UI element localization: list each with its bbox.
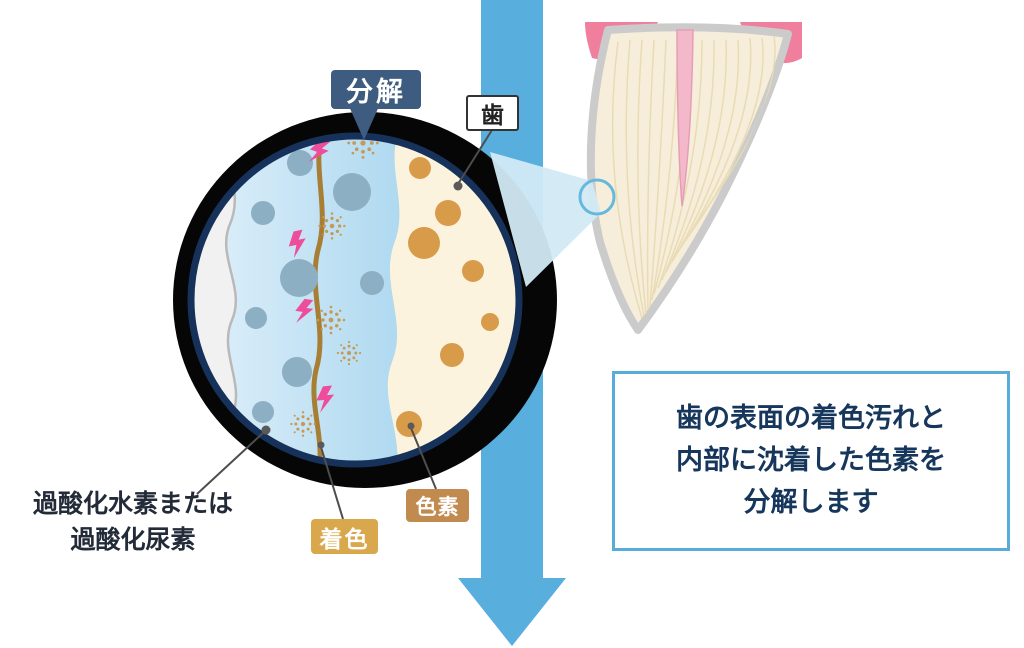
- peroxide-label: 過酸化水素または 過酸化尿素: [6, 486, 260, 559]
- stain-label: 着色: [311, 519, 378, 554]
- caption-line1: 歯の表面の着色汚れと: [676, 403, 946, 434]
- peroxide-label-line2: 過酸化尿素: [70, 526, 196, 555]
- peroxide-label-line1: 過酸化水素または: [32, 490, 233, 518]
- magnified-view: [187, 132, 523, 468]
- stain-layer-line: [311, 138, 325, 462]
- caption-line3: 分解します: [743, 486, 879, 517]
- zoom-target-circle: [578, 178, 616, 216]
- pulp-canal: [676, 29, 694, 207]
- peroxide-particles: [245, 150, 384, 423]
- tooth-label: 歯: [466, 95, 519, 131]
- zoom-cone: [490, 152, 601, 287]
- decompose-label: 分解: [331, 70, 421, 109]
- tooth-illustration: [585, 22, 802, 334]
- leader-dots: [261, 181, 463, 449]
- decompose-pointer: [348, 104, 380, 140]
- caption-line2: 内部に沈着した色素を: [676, 445, 946, 476]
- dentin-lines: [611, 35, 776, 319]
- pigment-label: 色素: [406, 489, 469, 522]
- caption-box: 歯の表面の着色汚れと 内部に沈着した色素を 分解します: [612, 371, 1010, 551]
- magnified-view-border: [187, 132, 523, 468]
- leader-lines: [196, 129, 493, 520]
